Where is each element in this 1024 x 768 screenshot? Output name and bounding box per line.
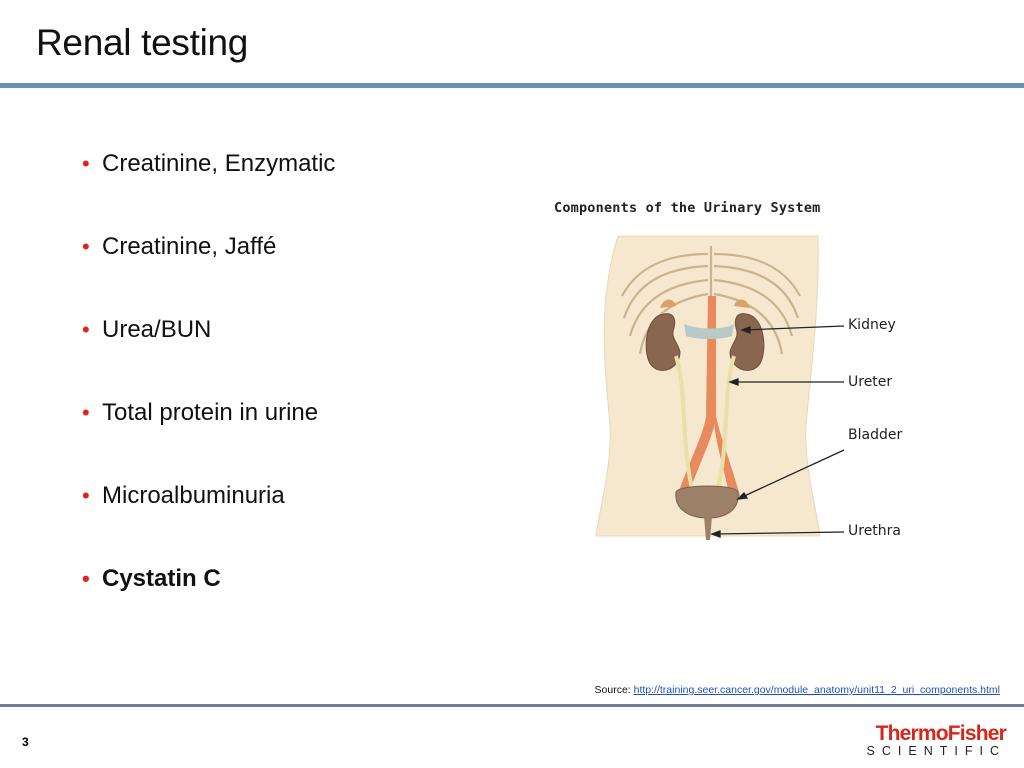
bullet-text: Microalbuminuria [102,482,285,509]
source-link[interactable]: http://training.seer.cancer.gov/module_a… [633,684,1000,696]
figure-title: Components of the Urinary System [554,200,821,216]
urinary-system-illustration [595,235,845,540]
bullet-dot-icon: • [82,400,90,425]
bullet-dot-icon: • [82,151,90,176]
source-prefix: Source: [594,684,634,696]
label-urethra: Urethra [848,523,902,539]
bullet-dot-icon: • [82,234,90,259]
bullet-text: Total protein in urine [102,399,319,426]
logo-brand-text: ThermoFisher [875,722,1007,745]
thermo-fisher-logo: ThermoFisher SCIENTIFIC [866,722,1007,762]
bullet-item: • Urea/BUN [82,314,335,397]
label-kidney: Kidney [848,317,896,333]
bullet-item: • Creatinine, Enzymatic [82,148,335,231]
footer-divider [0,704,1024,707]
bullet-text: Cystatin C [102,565,221,592]
bullet-item: • Total protein in urine [82,397,335,480]
bullet-item: • Creatinine, Jaffé [82,231,335,314]
bullet-dot-icon: • [82,483,90,508]
source-citation: Source: http://training.seer.cancer.gov/… [595,684,1000,696]
label-ureter: Ureter [848,374,893,390]
bullet-text: Creatinine, Jaffé [102,233,277,260]
bullet-text: Urea/BUN [102,316,212,343]
bullet-dot-icon: • [82,317,90,342]
bullet-text: Creatinine, Enzymatic [102,150,336,177]
logo-subtitle: SCIENTIFIC [866,744,1006,758]
bullet-item: • Cystatin C [82,563,335,646]
urinary-system-figure: Components of the Urinary System Kidney … [548,196,908,556]
label-bladder: Bladder [848,427,903,443]
slide-title: Renal testing [36,22,249,63]
bullet-dot-icon: • [82,566,90,591]
title-divider [0,83,1024,88]
bullet-list: • Creatinine, Enzymatic • Creatinine, Jaff… [82,148,335,646]
bullet-item: • Microalbuminuria [82,480,335,563]
page-number: 3 [22,735,29,749]
